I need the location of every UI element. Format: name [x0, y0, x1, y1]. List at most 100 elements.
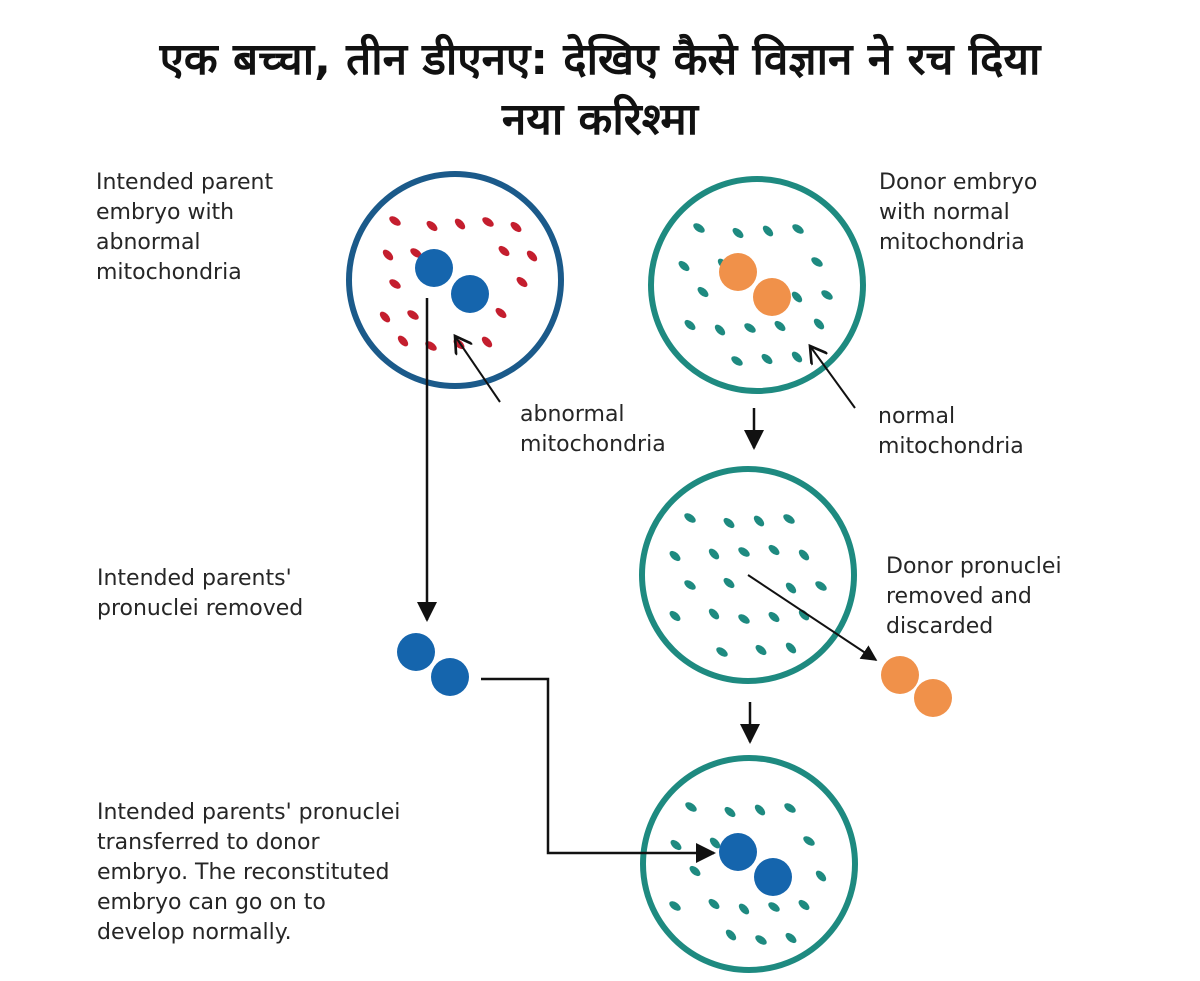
mitochondrion	[761, 353, 773, 365]
parent-pronucleus	[451, 275, 489, 313]
label-line: mitochondria	[520, 432, 666, 457]
mitochondrion	[670, 839, 682, 851]
label-line: mitochondria	[878, 434, 1024, 459]
mitochondrion	[768, 611, 780, 623]
parent-pronucleus	[431, 658, 469, 696]
donor-embryo-label: Donor embryo with normal mitochondria	[879, 168, 1037, 258]
parents-pronuclei-removed-label: Intended parents' pronuclei removed	[97, 564, 303, 624]
label-line: mitochondria	[96, 260, 242, 285]
mitochondrion	[510, 221, 522, 233]
mitochondrion	[792, 224, 804, 234]
donor-embryo-membrane	[648, 176, 866, 394]
mitochondrion	[708, 608, 720, 620]
mitochondrion	[708, 898, 720, 910]
mitochondrion	[798, 609, 810, 621]
mitochondrion	[762, 225, 774, 237]
mitochondrion	[397, 335, 409, 347]
label-line: embryo with	[96, 200, 235, 225]
mitochondrion	[821, 290, 833, 300]
abnormal-mitochondria-label: abnormal mitochondria	[520, 400, 666, 460]
mitochondrion	[482, 217, 494, 227]
normal-mito-pointer	[810, 346, 856, 409]
mitochondrion	[815, 870, 827, 882]
mitochondrion	[669, 610, 681, 622]
mitochondrion	[495, 307, 507, 319]
mitochondrion	[689, 865, 701, 877]
mitochondrion	[379, 311, 391, 323]
mitochondrion	[410, 248, 422, 258]
donor-pronucleus	[881, 656, 919, 694]
parent-pronucleus	[415, 249, 453, 287]
mitochondrion	[724, 806, 736, 818]
mitochondrion	[798, 899, 810, 911]
mitochondrion	[723, 577, 735, 589]
mitochondrion	[723, 517, 735, 529]
mitochondrion	[785, 582, 797, 594]
normal-mitochondria-group	[669, 802, 827, 945]
mitochondrion	[811, 257, 823, 267]
mitochondrion	[684, 513, 696, 523]
mitochondrion	[678, 260, 690, 272]
transferred-label: Intended parents' pronuclei transferred …	[97, 798, 400, 948]
mitochondrion	[813, 318, 825, 330]
mitochondrion	[426, 220, 438, 232]
label-line: embryo can go on to	[97, 890, 326, 915]
mitochondrion	[791, 351, 803, 363]
mitochondrion	[684, 319, 696, 331]
parent-pronucleus	[397, 633, 435, 671]
mitochondrion	[774, 320, 786, 332]
headline: एक बच्चा, तीन डीएनए: देखिए कैसे विज्ञान …	[0, 30, 1200, 150]
label-line: abnormal	[520, 402, 625, 427]
mitochondrion	[798, 549, 810, 561]
label-line: mitochondria	[879, 230, 1025, 255]
donor-pronucleus	[914, 679, 952, 717]
mitochondrion	[389, 216, 401, 226]
normal-mitochondria-group	[669, 513, 827, 657]
mitochondrion	[755, 644, 767, 656]
mitochondrion	[815, 581, 827, 591]
mitochondrion	[785, 932, 797, 944]
label-line: Donor pronuclei	[886, 554, 1062, 579]
mitochondrion	[697, 286, 709, 298]
discarded-donor-pronuclei	[881, 656, 952, 717]
mitochondrion	[382, 249, 394, 261]
label-line: removed and	[886, 584, 1032, 609]
abnormal-mito-pointer	[455, 336, 501, 403]
transferred-pronucleus	[719, 833, 757, 871]
label-line: transferred to donor	[97, 830, 320, 855]
mitochondrion	[738, 547, 750, 557]
mitochondrion	[684, 580, 696, 590]
label-line: Intended parents'	[97, 566, 292, 591]
mitochondrion	[768, 902, 780, 912]
headline-line-1: एक बच्चा, तीन डीएनए: देखिए कैसे विज्ञान …	[159, 34, 1041, 85]
mitochondrion	[526, 250, 538, 262]
label-line: abnormal	[96, 230, 201, 255]
mitochondrion	[708, 548, 720, 560]
mitochondrion	[784, 803, 796, 813]
label-line: normal	[878, 404, 956, 429]
mitochondrion	[669, 550, 681, 562]
donor-pronuclei-removed-label: Donor pronuclei removed and discarded	[886, 552, 1062, 642]
mitochondrion	[407, 310, 419, 320]
mitochondrion	[725, 929, 737, 941]
mitochondrion	[389, 279, 401, 289]
normal-mitochondria-group	[678, 223, 833, 366]
mitochondrion	[481, 336, 493, 348]
label-line: Donor embryo	[879, 170, 1038, 195]
mitochondrion	[716, 647, 728, 657]
mitochondrion	[685, 802, 697, 812]
parent-embryo-membrane	[346, 171, 564, 389]
transferred-pronucleus	[754, 858, 792, 896]
mitochondrion	[714, 324, 726, 336]
mitochondrion	[755, 935, 767, 945]
mitochondrion	[732, 227, 744, 239]
normal-mitochondria-label: normal mitochondria	[878, 402, 1024, 462]
donor-pronucleus	[719, 253, 757, 291]
label-line: embryo. The reconstituted	[97, 860, 390, 885]
label-line: develop normally.	[97, 920, 292, 945]
mitochondrion	[753, 515, 765, 527]
label-line: with normal	[879, 200, 1010, 225]
mitochondrion	[803, 836, 815, 846]
mitochondrion	[693, 223, 705, 233]
